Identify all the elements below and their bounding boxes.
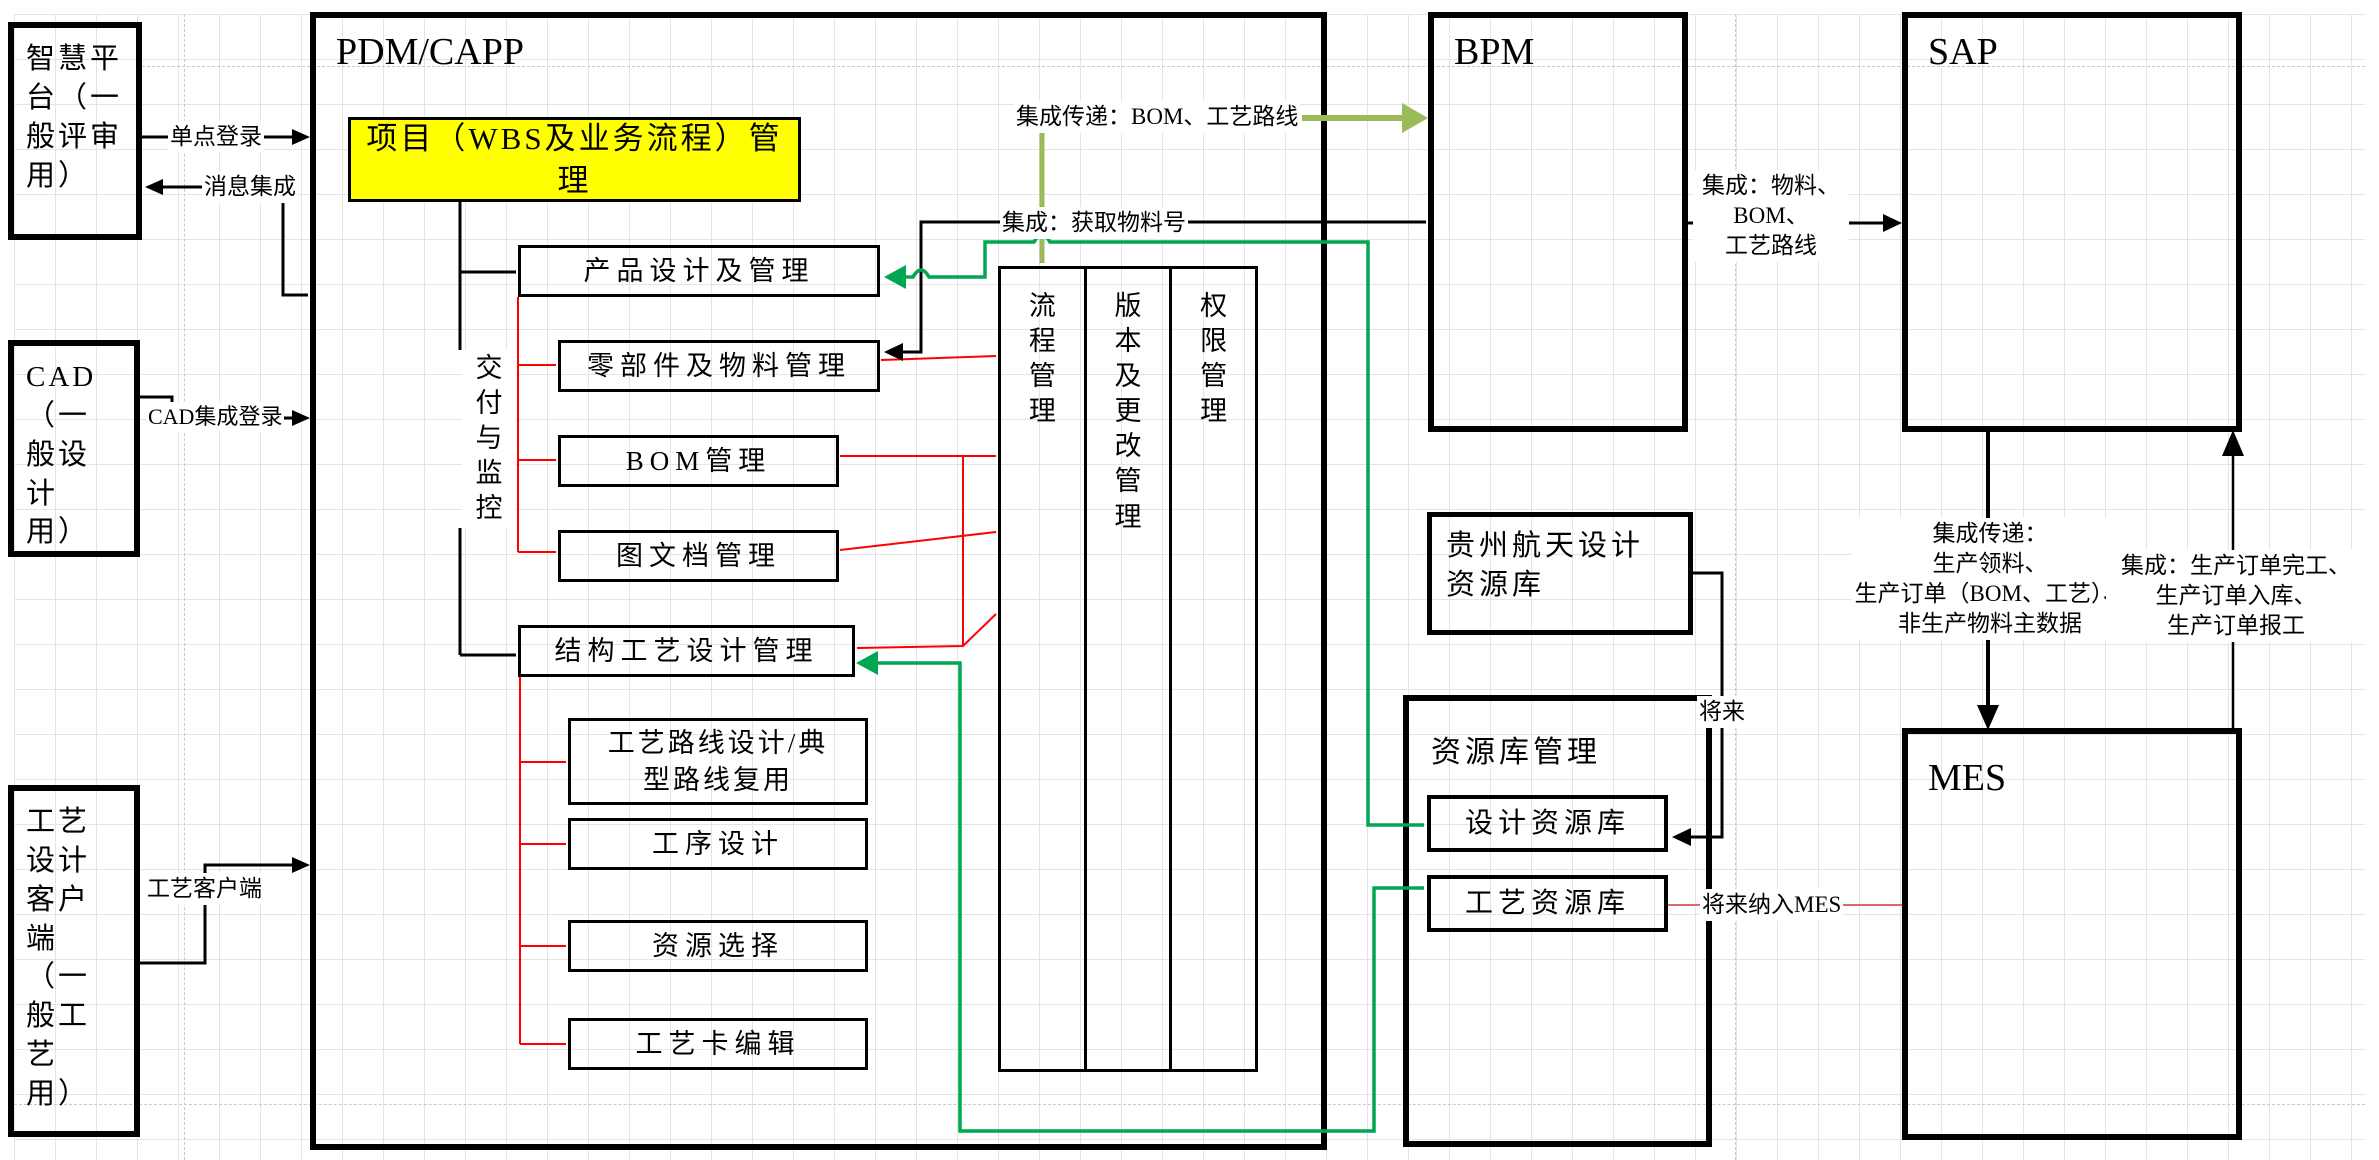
- resource-select-label: 资源选择: [652, 930, 784, 961]
- label-cad-login: CAD集成登录: [146, 402, 285, 433]
- label-sso: 单点登录: [168, 121, 264, 153]
- craft-card-edit-label: 工艺卡编辑: [635, 1028, 801, 1059]
- label-get-material: 集成：获取物料号: [1000, 207, 1188, 239]
- system-box-mes: MES: [1902, 728, 2242, 1140]
- system-box-bpm: BPM: [1428, 12, 1688, 432]
- module-box-design-repo: 设计资源库: [1427, 795, 1668, 852]
- system-box-craft-client: 工艺 设计 客户 端 （一 般工 艺 用）: [8, 785, 140, 1137]
- doc-mgmt-label: 图文档管理: [616, 540, 781, 571]
- label-mes-to-sap: 集成：生产订单完工、 生产订单入库、 生产订单报工: [2106, 550, 2366, 642]
- system-box-cad: CAD （一 般设 计 用）: [8, 340, 140, 557]
- system-box-sap: SAP: [1902, 12, 2242, 432]
- label-future-mes: 将来纳入MES: [1700, 889, 1844, 921]
- page-break-vertical-left: [184, 14, 185, 1160]
- process-design-label: 工序设计: [652, 828, 784, 859]
- column-process-mgmt: 流 程 管 理: [1001, 269, 1087, 1069]
- module-box-project-wbs: 项目（WBS及业务流程）管理: [348, 117, 801, 202]
- module-box-product-design: 产品设计及管理: [518, 245, 880, 297]
- repo-mgr-title: 资源库管理: [1431, 736, 1601, 769]
- column-version-change-mgmt: 版 本 及 更 改 管 理: [1087, 269, 1173, 1069]
- module-box-craft-card-edit: 工艺卡编辑: [568, 1018, 868, 1070]
- sap-title: SAP: [1928, 31, 1998, 73]
- bpm-title: BPM: [1454, 31, 1535, 73]
- label-delivery-monitor: 交 付 与 监 控: [462, 350, 516, 528]
- craft-repo-label: 工艺资源库: [1464, 887, 1630, 919]
- wisdom-platform-label: 智慧平 台（一 般评审 用）: [26, 43, 123, 192]
- label-msg: 消息集成: [202, 171, 298, 203]
- module-box-route-design: 工艺路线设计/典 型路线复用: [568, 718, 868, 805]
- module-box-governance-columns: 流 程 管 理 版 本 及 更 改 管 理 权 限 管 理: [998, 266, 1258, 1072]
- bom-mgmt-label: BOM管理: [625, 445, 772, 476]
- module-box-structure-craft-design: 结构工艺设计管理: [518, 625, 855, 677]
- system-box-guizhou-repo: 贵州航天设计 资源库: [1427, 512, 1693, 635]
- module-box-process-design: 工序设计: [568, 818, 868, 870]
- parts-material-label: 零部件及物料管理: [587, 350, 851, 381]
- craft-client-label: 工艺 设计 客户 端 （一 般工 艺 用）: [26, 806, 91, 1111]
- system-box-wisdom-platform: 智慧平 台（一 般评审 用）: [8, 22, 142, 240]
- project-wbs-label: 项目（WBS及业务流程）管理: [366, 120, 783, 198]
- guizhou-repo-label: 贵州航天设计 资源库: [1446, 530, 1645, 601]
- page-break-horizontal-top: [142, 66, 2365, 67]
- pdm-capp-title: PDM/CAPP: [336, 31, 524, 73]
- label-sap-to-mes: 集成传递： 生产领料、 生产订单（BOM、工艺）、 非生产物料主数据: [1852, 518, 2128, 640]
- label-to-sap: 集成：物料、 BOM、 工艺路线: [1693, 170, 1849, 262]
- design-repo-label: 设计资源库: [1464, 807, 1630, 839]
- module-box-craft-repo: 工艺资源库: [1427, 875, 1668, 932]
- label-bom-route: 集成传递：BOM、工艺路线: [1014, 101, 1301, 133]
- mes-title: MES: [1928, 757, 2007, 799]
- route-design-label: 工艺路线设计/典 型路线复用: [607, 728, 829, 795]
- cad-label: CAD （一 般设 计 用）: [26, 361, 97, 549]
- module-box-bom-mgmt: BOM管理: [558, 435, 839, 487]
- column-permission-mgmt: 权 限 管 理: [1200, 291, 1228, 427]
- structure-craft-design-label: 结构工艺设计管理: [554, 635, 819, 666]
- module-box-parts-material: 零部件及物料管理: [558, 340, 880, 392]
- module-box-resource-select: 资源选择: [568, 920, 868, 972]
- product-design-label: 产品设计及管理: [583, 255, 815, 286]
- module-box-doc-mgmt: 图文档管理: [558, 530, 839, 582]
- page-break-vertical-right: [1735, 14, 1736, 1160]
- label-craft-client: 工艺客户端: [145, 873, 264, 905]
- label-future: 将来: [1697, 696, 1747, 728]
